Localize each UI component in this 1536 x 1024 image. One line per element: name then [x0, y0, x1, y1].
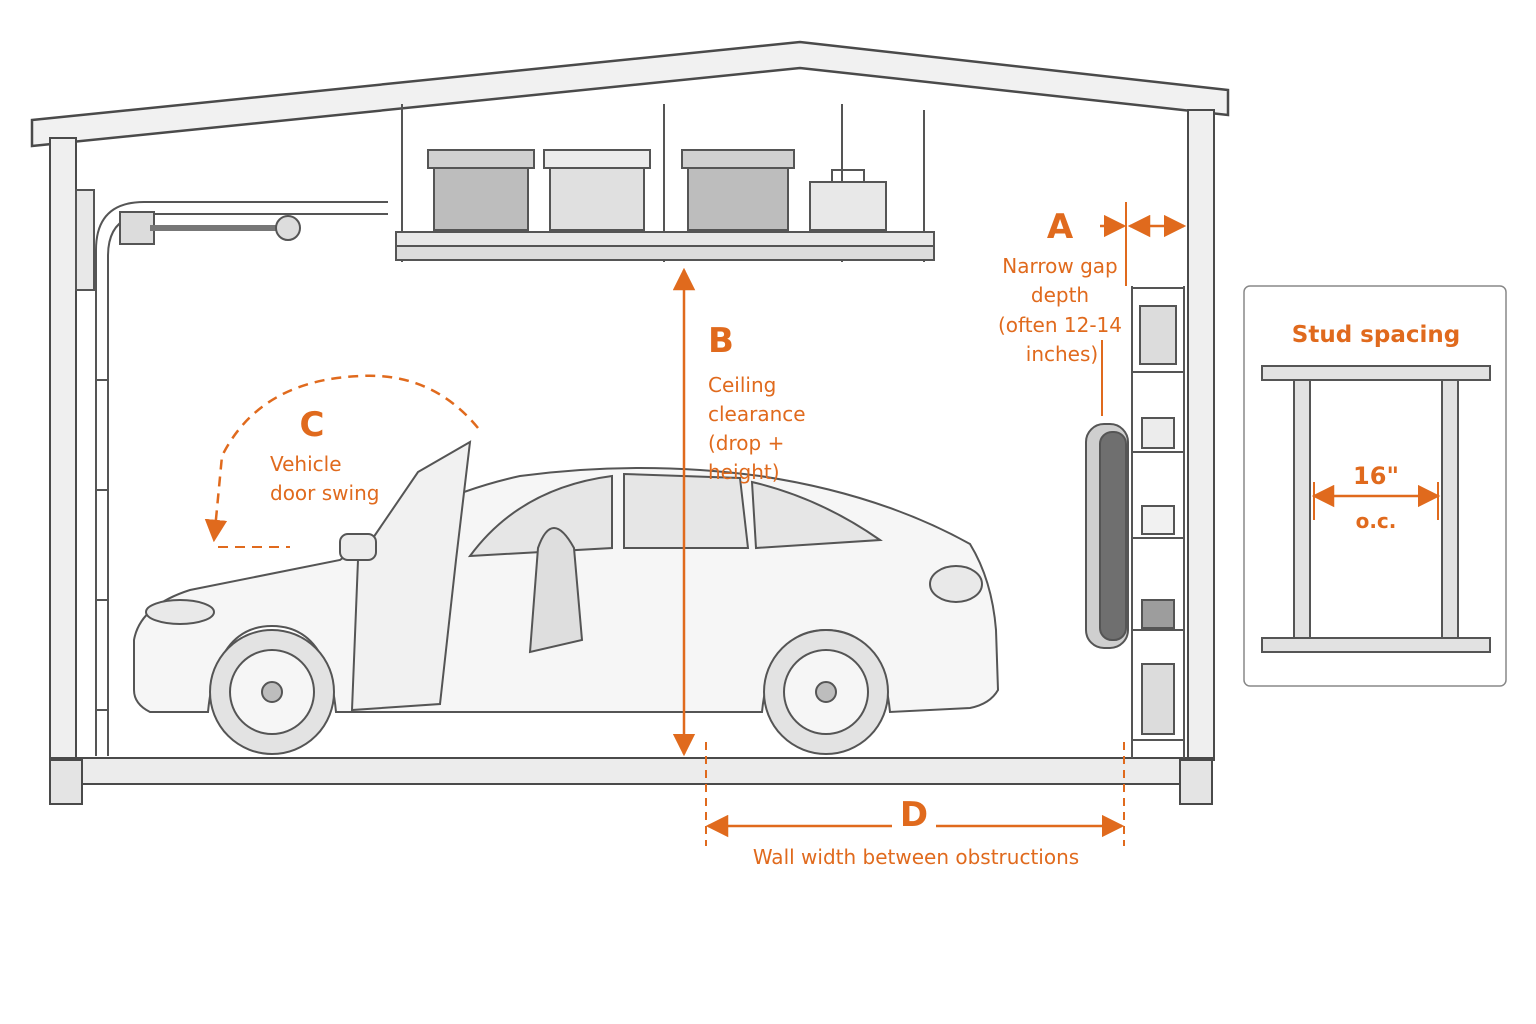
- inset-title: Stud spacing: [1292, 322, 1460, 348]
- right-footing: [1179, 759, 1213, 805]
- car-seat: [528, 527, 584, 654]
- wall-mounted-panel: [1085, 423, 1129, 649]
- dimension-c-swing-arc: [204, 374, 479, 543]
- label-c-line2: door swing: [270, 481, 379, 505]
- label-b-letter: B: [708, 321, 734, 361]
- label-b-line1: Ceiling: [708, 373, 776, 397]
- inset-unit: o.c.: [1356, 509, 1397, 533]
- car: [133, 440, 1000, 755]
- roof: [30, 40, 1230, 148]
- label-b-line3: (drop +: [708, 431, 784, 455]
- label-b-line4: height): [708, 460, 780, 484]
- label-c-line1: Vehicle: [270, 452, 342, 476]
- label-b-line2: clearance: [708, 402, 806, 426]
- wall-shelving-unit: [1131, 286, 1185, 758]
- inset-value: 16": [1353, 462, 1399, 490]
- dimension-a: [1100, 202, 1187, 416]
- left-footing: [49, 759, 83, 805]
- label-c-letter: C: [300, 405, 325, 445]
- overhead-storage-rack: [395, 104, 935, 262]
- label-a-line4: inches): [1026, 342, 1098, 366]
- label-d-letter: D: [900, 795, 928, 835]
- floor-slab: [49, 757, 1213, 785]
- right-wall: [1187, 109, 1215, 761]
- label-a-line3: (often 12-14: [998, 313, 1122, 337]
- garage-door-track: [75, 189, 388, 756]
- stud-frame: [1261, 365, 1491, 653]
- label-a-letter: A: [1047, 207, 1074, 247]
- left-wall: [49, 137, 77, 761]
- storage-bins-overhead: [427, 149, 887, 231]
- label-d-text: Wall width between obstructions: [753, 845, 1079, 869]
- label-a-line1: Narrow gap: [1002, 254, 1117, 278]
- label-a-line2: depth: [1031, 283, 1089, 307]
